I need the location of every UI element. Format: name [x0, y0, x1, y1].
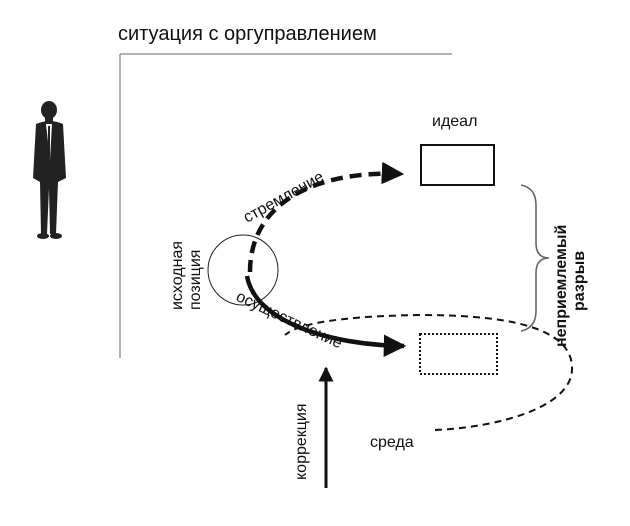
ideal-label: идеал — [432, 113, 477, 130]
realization-label: осуществление — [233, 288, 345, 352]
real-state-box — [419, 333, 498, 375]
svg-text:разрыв: разрыв — [571, 251, 588, 311]
diagram-title: ситуация с оргуправлением — [118, 23, 377, 45]
aspiration-label: стремление — [241, 168, 327, 226]
start-position-label: исходная позиция — [169, 241, 204, 310]
ideal-box — [420, 144, 495, 186]
aspiration-arrow — [247, 161, 405, 273]
businessman-icon — [33, 101, 66, 239]
gap-label: неприемлемый разрыв — [553, 225, 588, 347]
start-position-circle — [207, 234, 279, 306]
svg-text:исходная: исходная — [169, 241, 186, 310]
realization-arrow — [244, 275, 407, 357]
gap-brace — [520, 184, 550, 332]
frame-corner — [119, 53, 452, 358]
svg-text:неприемлемый: неприемлемый — [553, 225, 570, 347]
svg-text:позиция: позиция — [187, 250, 204, 310]
environment-contour — [284, 313, 574, 431]
environment-label: среда — [370, 434, 414, 451]
correction-label: коррекция — [293, 403, 310, 480]
